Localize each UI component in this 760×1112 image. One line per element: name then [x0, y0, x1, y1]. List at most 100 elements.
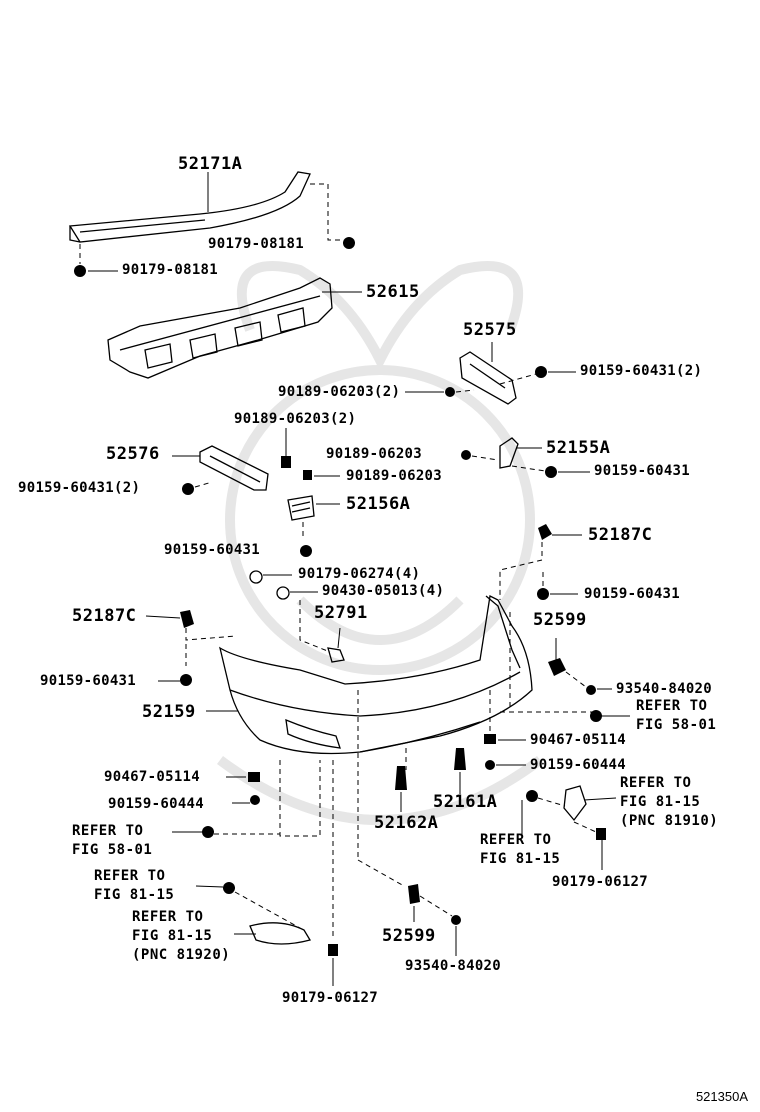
label-52575: 52575: [463, 320, 517, 340]
bracket-52575: [459, 351, 517, 405]
label-90159-60444-right: 90159-60444: [530, 757, 627, 773]
nut-90179-06127-right: [596, 828, 606, 840]
refer-line: (PNC 81910): [620, 813, 719, 829]
refer-fig-81-15-pnc-81920: REFER TO FIG 81-15 (PNC 81920): [132, 908, 230, 965]
refer-line: REFER TO: [72, 823, 144, 839]
refer-line: REFER TO: [94, 868, 166, 884]
socket-refer-81-15-center: [526, 790, 538, 802]
screw-90159-60444-right: [485, 760, 495, 770]
label-90159-60444-left: 90159-60444: [108, 796, 205, 812]
label-52599-right: 52599: [533, 610, 587, 630]
label-90189-06203-2-right: 90189-06203(2): [278, 384, 401, 400]
nut-90467-05114-left: [248, 772, 260, 782]
bolt-90159-60431-right-mid: [537, 588, 549, 600]
bracket-52187C-left: [180, 610, 194, 628]
bolt-90159-60431-under-52156A: [300, 545, 312, 557]
retainer-52156A: [287, 495, 315, 521]
nut-90179-08181-lower: [74, 265, 86, 277]
refer-fig-81-15-pnc-81910: REFER TO FIG 81-15 (PNC 81910): [620, 774, 718, 831]
label-90189-06203-2-left: 90189-06203(2): [234, 411, 357, 427]
retainer-52791: [327, 647, 345, 663]
screw-93540-84020-right: [586, 685, 596, 695]
retainer-52599-lower: [408, 884, 420, 904]
bracket-52187C-right: [538, 524, 552, 540]
clip-90430-05013: [276, 586, 290, 600]
bolt-90159-60431-under-52155A: [545, 466, 557, 478]
label-90159-60431-right-mid: 90159-60431: [584, 586, 681, 602]
refer-line: REFER TO: [132, 909, 204, 925]
bolt-90159-60431-2-right: [535, 366, 547, 378]
label-90159-60431-under-52155A: 90159-60431: [594, 463, 691, 479]
label-52187C-left: 52187C: [72, 606, 137, 626]
nut-90179-08181-upper: [343, 237, 355, 249]
label-90159-60431-left-low: 90159-60431: [40, 673, 137, 689]
clip-90189-06203-2-left: [281, 456, 291, 468]
refer-line: FIG 81-15: [132, 928, 213, 944]
retainer-52161A: [454, 748, 466, 770]
watermark-emblem: [217, 261, 543, 825]
clip-90189-06203-2-right: [445, 387, 455, 397]
label-90179-06127-left: 90179-06127: [282, 990, 379, 1006]
label-93540-84020-right: 93540-84020: [616, 681, 713, 697]
label-90179-06274: 90179-06274(4): [298, 566, 421, 582]
label-52162A: 52162A: [374, 813, 439, 833]
label-90159-60431-under-52156A: 90159-60431: [164, 542, 261, 558]
diagram-code: 521350A: [695, 1089, 748, 1104]
label-90179-08181-lower: 90179-08181: [122, 262, 219, 278]
refer-line: REFER TO: [480, 832, 552, 848]
refer-line: REFER TO: [636, 698, 708, 714]
label-93540-84020-lower: 93540-84020: [405, 958, 502, 974]
screw-93540-84020-lower: [451, 915, 461, 925]
label-52155A: 52155A: [546, 438, 611, 458]
label-90430-05013: 90430-05013(4): [322, 583, 445, 599]
bolt-90159-60431-2-left: [182, 483, 194, 495]
refer-line: REFER TO: [620, 775, 692, 791]
nut-90467-05114-right: [484, 734, 496, 744]
bolt-90159-60431-left-low: [180, 674, 192, 686]
refer-line: FIG 81-15: [620, 794, 701, 810]
retainer-52162A: [395, 766, 407, 790]
label-52599-lower: 52599: [382, 926, 436, 946]
reflector-pnc-81910: [563, 785, 587, 822]
refer-fig-58-01-left: REFER TO FIG 58-01: [72, 822, 152, 860]
label-52576: 52576: [106, 444, 160, 464]
refer-line: FIG 58-01: [72, 842, 153, 858]
screw-90159-60444-left: [250, 795, 260, 805]
label-52159: 52159: [142, 702, 196, 722]
label-90189-06203-right-single: 90189-06203: [326, 446, 423, 462]
label-90467-05114-right: 90467-05114: [530, 732, 627, 748]
refer-line: FIG 81-15: [480, 851, 561, 867]
label-90159-60431-2-left: 90159-60431(2): [18, 480, 141, 496]
clip-90189-06203-left-single: [303, 470, 312, 480]
label-52161A: 52161A: [433, 792, 498, 812]
retainer-52599-right: [548, 658, 566, 676]
reflector-pnc-81920: [249, 922, 312, 945]
label-90179-08181-upper: 90179-08181: [208, 236, 305, 252]
bolt-refer-58-01-left: [202, 826, 214, 838]
label-90189-06203-left-single: 90189-06203: [346, 468, 443, 484]
label-90179-06127-right: 90179-06127: [552, 874, 649, 890]
refer-line: (PNC 81920): [132, 947, 231, 963]
label-52187C-right: 52187C: [588, 525, 653, 545]
absorber-52615: [107, 277, 333, 379]
label-52615: 52615: [366, 282, 420, 302]
refer-line: FIG 58-01: [636, 717, 717, 733]
clip-90179-06274: [249, 570, 263, 584]
refer-fig-58-01-right: REFER TO FIG 58-01: [636, 697, 716, 735]
nut-90179-06127-left: [328, 944, 338, 956]
socket-refer-81-15-left: [223, 882, 235, 894]
label-90159-60431-2-right: 90159-60431(2): [580, 363, 703, 379]
bolt-refer-58-01-right: [590, 710, 602, 722]
refer-fig-81-15-center: REFER TO FIG 81-15: [480, 831, 560, 869]
label-52791: 52791: [314, 603, 368, 623]
bumper-cover-52159: [219, 595, 533, 755]
retainer-52155A: [499, 437, 519, 469]
refer-line: FIG 81-15: [94, 887, 175, 903]
refer-fig-81-15-left: REFER TO FIG 81-15: [94, 867, 174, 905]
clip-90189-06203-right-single: [461, 450, 471, 460]
label-90467-05114-left: 90467-05114: [104, 769, 201, 785]
bracket-52576: [199, 445, 269, 491]
label-52156A: 52156A: [346, 494, 411, 514]
